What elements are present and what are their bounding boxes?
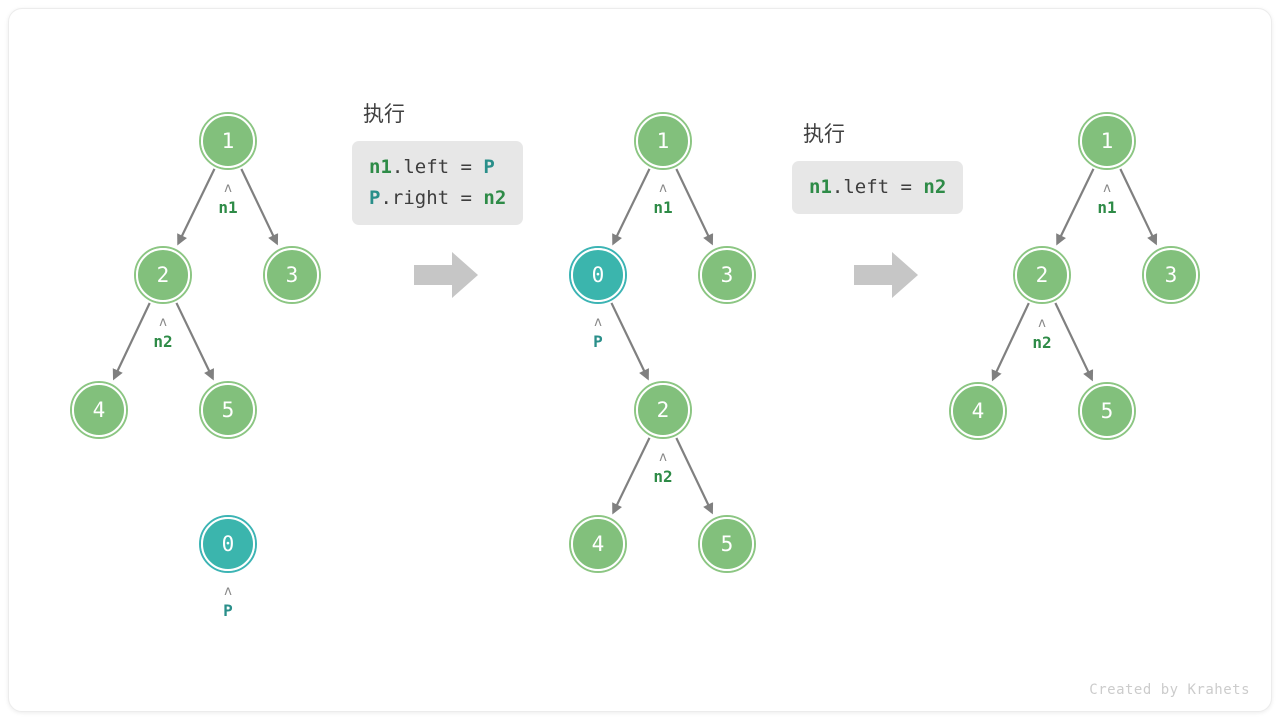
code-token: .right bbox=[380, 187, 461, 209]
code-token: n2 bbox=[483, 187, 507, 209]
tree-node-0: 0 bbox=[199, 515, 257, 573]
code-token: = bbox=[460, 156, 484, 178]
tree-node-4: 4 bbox=[949, 382, 1007, 440]
step-title: 执行 bbox=[803, 122, 845, 146]
pointer-caret-icon: ʌ bbox=[159, 315, 167, 330]
tree-node-value: 3 bbox=[1144, 248, 1198, 302]
tree-node-value: 2 bbox=[1015, 248, 1069, 302]
pointer-label-n1: ʌ n1 bbox=[1077, 182, 1137, 217]
tree-node-value: 0 bbox=[571, 248, 625, 302]
tree-node-5: 5 bbox=[1078, 382, 1136, 440]
pointer-name: P bbox=[223, 601, 233, 620]
tree-node-value: 2 bbox=[136, 248, 190, 302]
transition-arrow-icon bbox=[414, 249, 480, 301]
code-line: P.right = n2 bbox=[369, 183, 506, 214]
pointer-caret-icon: ʌ bbox=[224, 181, 232, 196]
tree-node-4: 4 bbox=[569, 515, 627, 573]
code-token: n1 bbox=[809, 176, 832, 198]
tree-node-3: 3 bbox=[1142, 246, 1200, 304]
code-token: = bbox=[900, 176, 924, 198]
step-title: 执行 bbox=[363, 102, 405, 126]
pointer-name: n2 bbox=[1032, 333, 1052, 352]
tree-node-value: 3 bbox=[265, 248, 319, 302]
tree-node-1: 1 bbox=[1078, 112, 1136, 170]
pointer-caret-icon: ʌ bbox=[1038, 316, 1046, 331]
tree-node-value: 5 bbox=[201, 383, 255, 437]
transition-arrow-icon bbox=[854, 249, 920, 301]
tree-node-value: 1 bbox=[201, 114, 255, 168]
pointer-label-n1: ʌ n1 bbox=[198, 182, 258, 217]
tree-node-2: 2 bbox=[1013, 246, 1071, 304]
tree-node-value: 5 bbox=[1080, 384, 1134, 438]
code-token: .left bbox=[831, 176, 901, 198]
code-token: = bbox=[460, 187, 484, 209]
pointer-caret-icon: ʌ bbox=[594, 315, 602, 330]
tree-node-value: 4 bbox=[571, 517, 625, 571]
tree-node-5: 5 bbox=[698, 515, 756, 573]
tree-node-2: 2 bbox=[634, 381, 692, 439]
code-token: P bbox=[483, 156, 495, 178]
code-line: n1.left = P bbox=[369, 152, 506, 183]
tree-node-0: 0 bbox=[569, 246, 627, 304]
code-token: n1 bbox=[369, 156, 392, 178]
code-token: .left bbox=[391, 156, 461, 178]
pointer-name: P bbox=[593, 332, 603, 351]
pointer-caret-icon: ʌ bbox=[659, 450, 667, 465]
pointer-caret-icon: ʌ bbox=[1103, 181, 1111, 196]
tree-node-value: 5 bbox=[700, 517, 754, 571]
tree-node-1: 1 bbox=[199, 112, 257, 170]
code-token: n2 bbox=[923, 176, 947, 198]
tree-node-value: 2 bbox=[636, 383, 690, 437]
code-token: P bbox=[369, 187, 381, 209]
tree-node-4: 4 bbox=[70, 381, 128, 439]
pointer-name: n2 bbox=[153, 332, 173, 351]
watermark: Created by Krahets bbox=[1089, 682, 1250, 698]
tree-node-5: 5 bbox=[199, 381, 257, 439]
tree-node-value: 3 bbox=[700, 248, 754, 302]
tree-node-3: 3 bbox=[263, 246, 321, 304]
tree-node-value: 4 bbox=[72, 383, 126, 437]
tree-node-value: 0 bbox=[201, 517, 255, 571]
pointer-label-n2: ʌ n2 bbox=[633, 451, 693, 486]
tree-node-value: 1 bbox=[636, 114, 690, 168]
tree-node-value: 1 bbox=[1080, 114, 1134, 168]
pointer-name: n2 bbox=[653, 467, 673, 486]
pointer-label-n1: ʌ n1 bbox=[633, 182, 693, 217]
code-block: n1.left = n2 bbox=[792, 161, 964, 214]
tree-node-1: 1 bbox=[634, 112, 692, 170]
code-line: n1.left = n2 bbox=[809, 172, 946, 203]
pointer-caret-icon: ʌ bbox=[224, 584, 232, 599]
pointer-name: n1 bbox=[1097, 198, 1117, 217]
pointer-label-n2: ʌ n2 bbox=[1012, 317, 1072, 352]
pointer-name: n1 bbox=[653, 198, 673, 217]
tree-node-3: 3 bbox=[698, 246, 756, 304]
pointer-caret-icon: ʌ bbox=[659, 181, 667, 196]
tree-node-value: 4 bbox=[951, 384, 1005, 438]
pointer-label-n2: ʌ n2 bbox=[133, 316, 193, 351]
tree-node-2: 2 bbox=[134, 246, 192, 304]
pointer-name: n1 bbox=[218, 198, 238, 217]
